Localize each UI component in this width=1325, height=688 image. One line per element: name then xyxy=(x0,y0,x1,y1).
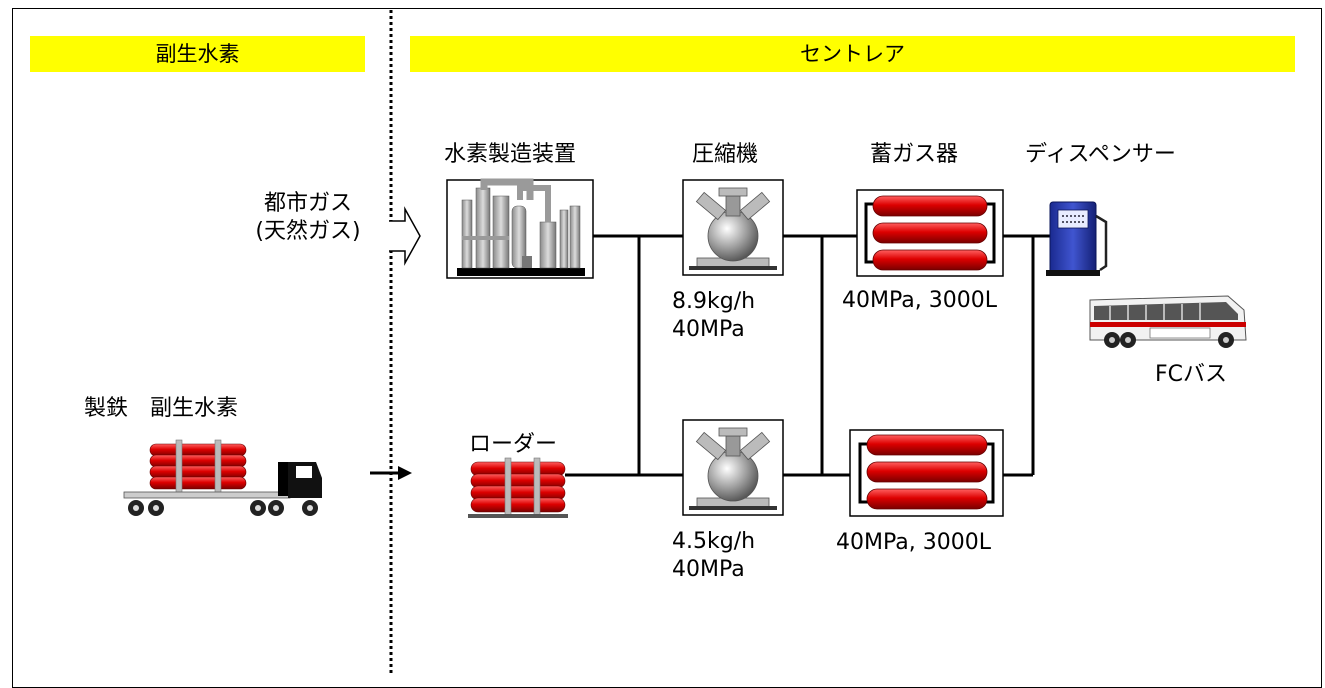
compressor-1-flow: 8.9kg/h xyxy=(672,289,756,314)
compressor-2-flow: 4.5kg/h xyxy=(672,529,756,554)
fc-bus-label: FCバス xyxy=(1155,362,1228,387)
compressor-1-spec: 8.9kg/h 40MPa xyxy=(672,288,755,344)
dispenser-label: ディスペンサー xyxy=(1025,142,1176,167)
byproduct-hydrogen-label: 副生水素 xyxy=(150,396,239,421)
reformer-icon xyxy=(446,178,594,279)
reformer-label: 水素製造装置 xyxy=(444,142,577,167)
compressor-2-pressure: 40MPa xyxy=(672,557,745,582)
loader-icon xyxy=(468,457,568,518)
hydrogen-transport-arrow xyxy=(370,466,412,480)
section-header-centrair: セントレア xyxy=(410,36,1295,72)
compressor-2-icon xyxy=(682,419,784,516)
fc-bus-icon xyxy=(1089,295,1247,348)
steel-label: 製鉄 xyxy=(84,396,129,421)
compressor-2-spec: 4.5kg/h 40MPa xyxy=(672,528,755,584)
section-header-byproduct-hydrogen: 副生水素 xyxy=(30,36,365,72)
compressor-1-pressure: 40MPa xyxy=(672,317,745,342)
storage-tank-2-icon xyxy=(849,429,1004,517)
storage-tank-1-icon xyxy=(856,189,1004,277)
loader-label: ローダー xyxy=(469,432,558,457)
compressor-label: 圧縮機 xyxy=(692,142,759,167)
storage-2-spec: 40MPa, 3000L xyxy=(836,530,991,555)
dispenser-icon xyxy=(1046,201,1108,276)
tube-trailer-truck-icon xyxy=(123,439,322,516)
city-gas-label-line1: 都市ガス xyxy=(263,191,352,216)
piping xyxy=(565,234,1058,477)
city-gas-arrow xyxy=(389,206,421,266)
compressor-1-icon xyxy=(682,179,784,276)
storage-label: 蓄ガス器 xyxy=(870,142,959,167)
city-gas-label-line2: (天然ガス) xyxy=(255,219,361,244)
city-gas-label: 都市ガス (天然ガス) xyxy=(248,190,368,246)
storage-1-spec: 40MPa, 3000L xyxy=(842,288,997,313)
